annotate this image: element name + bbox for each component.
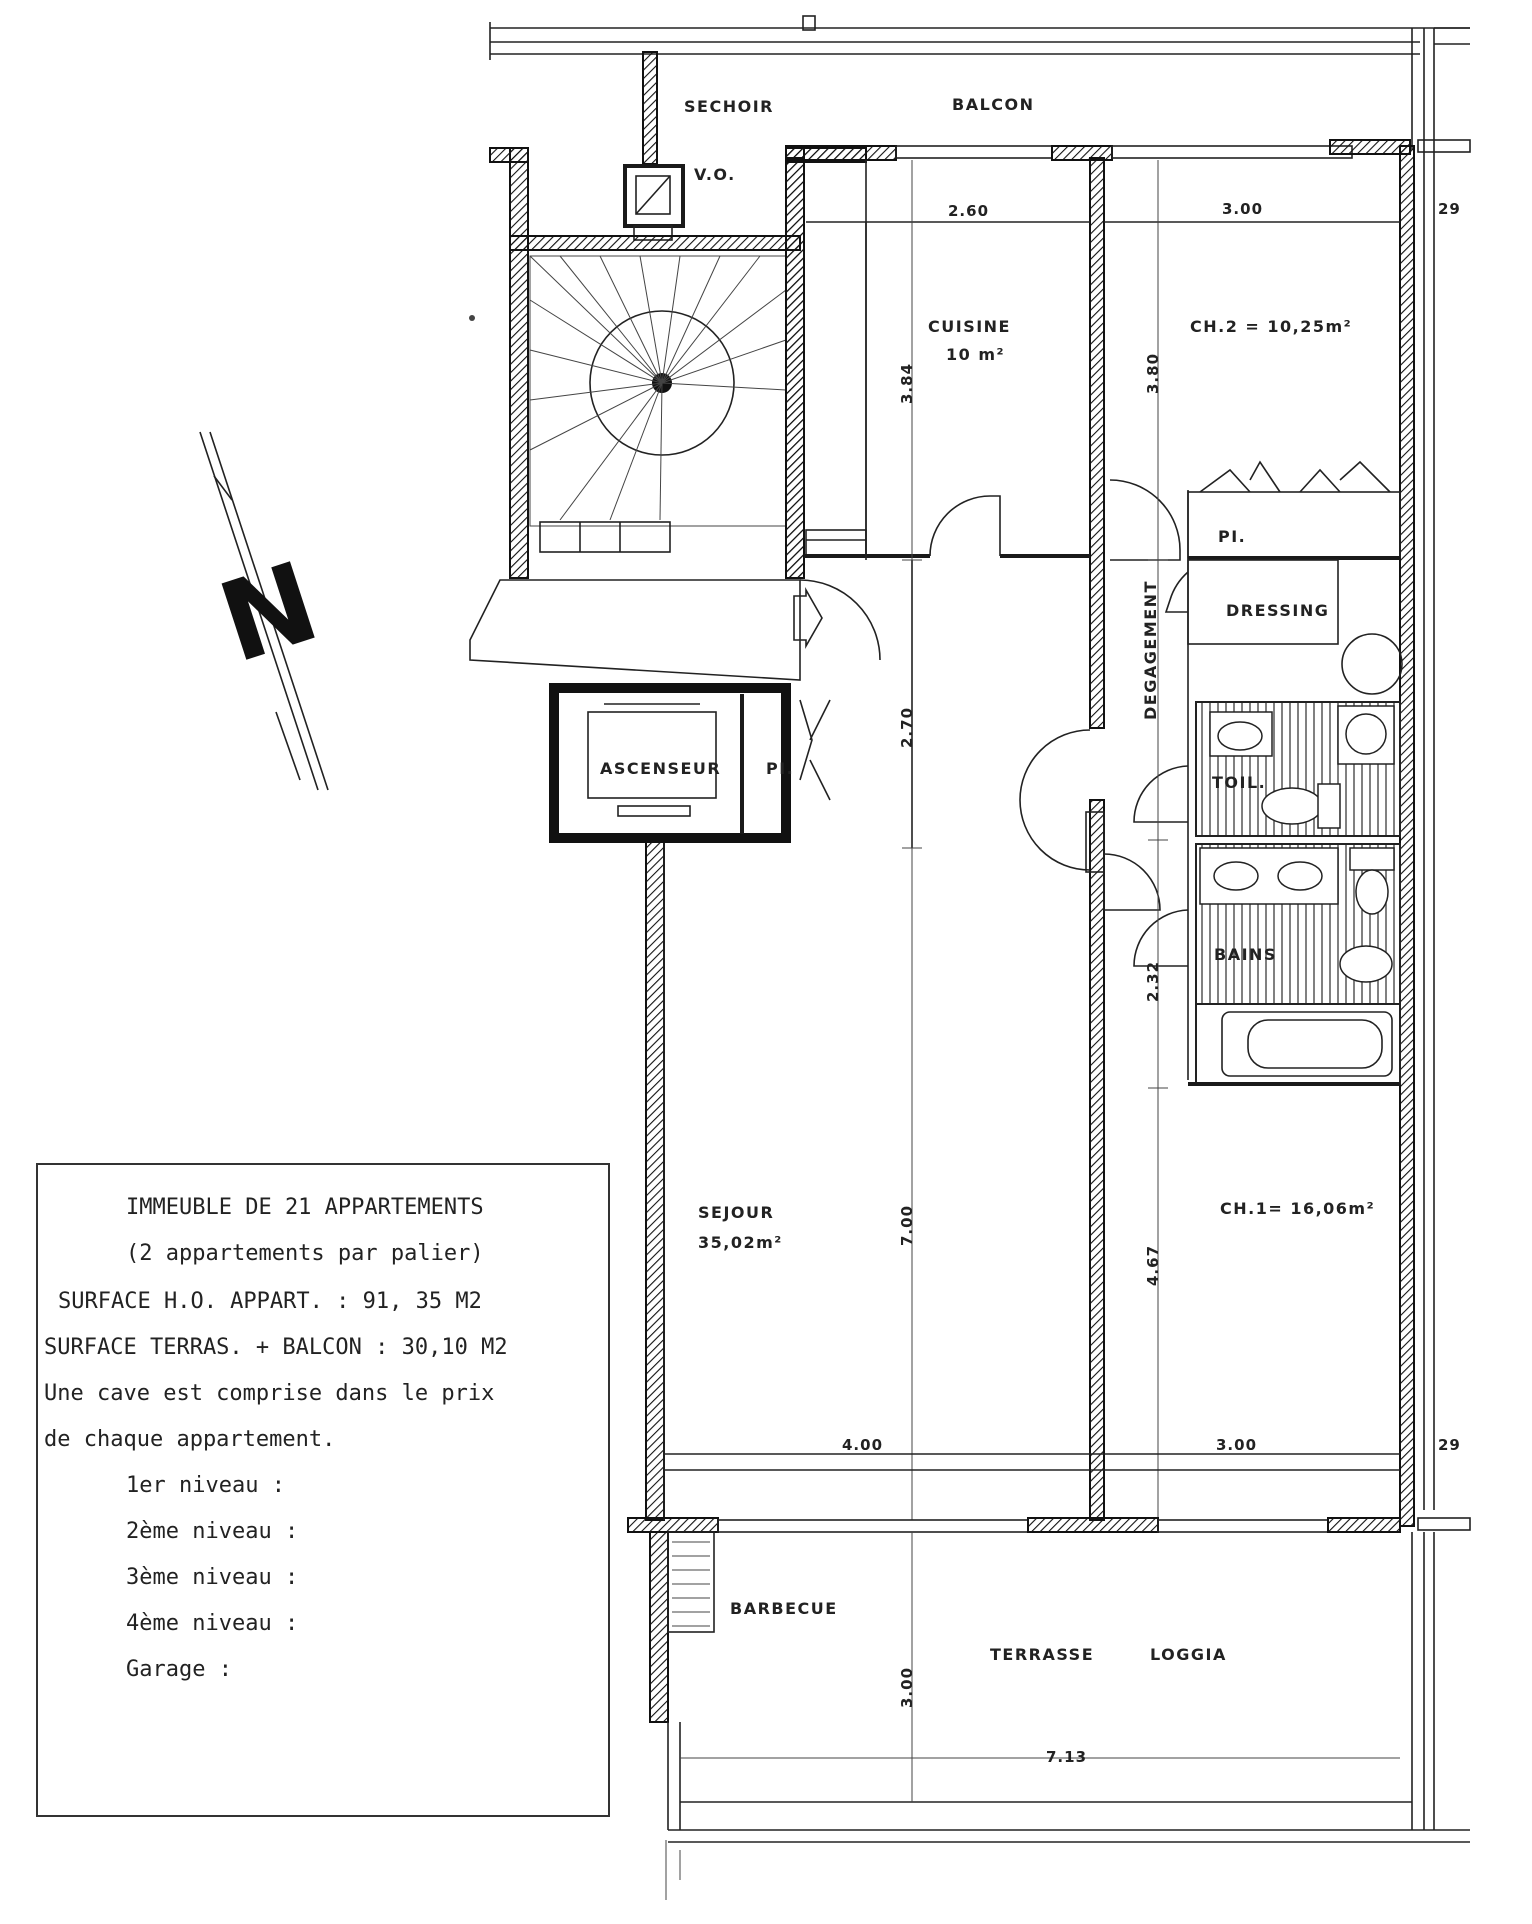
label-ascenseur: ASCENSEUR bbox=[600, 759, 721, 778]
dim-29-top: 29 bbox=[1438, 200, 1461, 218]
label-terrasse: TERRASSE bbox=[990, 1645, 1094, 1664]
dim-29-mid: 29 bbox=[1438, 1436, 1461, 1454]
dim-713: 7.13 bbox=[1046, 1748, 1087, 1766]
dim-384: 3.84 bbox=[898, 363, 916, 404]
label-vo: V.O. bbox=[694, 165, 736, 184]
spiral-staircase bbox=[529, 255, 787, 553]
info-niveau-3: 3ème niveau : bbox=[126, 1565, 299, 1590]
label-dressing: DRESSING bbox=[1226, 601, 1329, 620]
label-degagement: DEGAGEMENT bbox=[1141, 580, 1160, 720]
label-placard-top: PI. bbox=[1218, 527, 1246, 546]
dim-300-mid: 3.00 bbox=[1216, 1436, 1257, 1454]
label-toil: TOIL. bbox=[1212, 773, 1266, 792]
dim-300-top: 3.00 bbox=[1222, 200, 1263, 218]
info-niveau-1: 1er niveau : bbox=[126, 1473, 285, 1498]
info-title: IMMEUBLE DE 21 APPARTEMENTS bbox=[126, 1195, 484, 1220]
dim-300-terrasse: 3.00 bbox=[898, 1667, 916, 1708]
label-ch1: CH.1= 16,06m² bbox=[1220, 1199, 1375, 1218]
dim-232: 2.32 bbox=[1144, 961, 1162, 1002]
dim-400: 4.00 bbox=[842, 1436, 883, 1454]
label-cuisine-area: 10 m² bbox=[946, 345, 1005, 364]
sechoir-wall bbox=[642, 51, 658, 165]
label-balcon: BALCON bbox=[952, 95, 1035, 114]
label-bains: BAINS bbox=[1214, 945, 1277, 964]
label-ch2: CH.2 = 10,25m² bbox=[1190, 317, 1352, 336]
landing-door bbox=[469, 579, 881, 681]
north-letter: N bbox=[205, 537, 332, 687]
info-niveau-4: 4ème niveau : bbox=[126, 1611, 299, 1636]
dim-260: 2.60 bbox=[948, 202, 989, 220]
info-surface-terrasse: SURFACE TERRAS. + BALCON : 30,10 M2 bbox=[44, 1335, 508, 1360]
dim-270: 2.70 bbox=[898, 707, 916, 748]
label-sechoir: SECHOIR bbox=[684, 97, 774, 116]
info-cave-2: de chaque appartement. bbox=[44, 1427, 336, 1452]
label-sejour: SEJOUR bbox=[698, 1203, 774, 1222]
info-niveau-2: 2ème niveau : bbox=[126, 1519, 299, 1544]
north-arrow-icon: N bbox=[199, 315, 475, 791]
info-cave: Une cave est comprise dans le prix bbox=[44, 1381, 495, 1406]
info-garage: Garage : bbox=[126, 1657, 232, 1682]
info-surface-appart: SURFACE H.O. APPART. : 91, 35 M2 bbox=[58, 1289, 482, 1314]
info-box: IMMEUBLE DE 21 APPARTEMENTS (2 apparteme… bbox=[36, 1163, 610, 1817]
info-subtitle: (2 appartements par palier) bbox=[126, 1241, 484, 1266]
apartment-walls bbox=[549, 139, 1471, 1900]
label-sejour-area: 35,02m² bbox=[698, 1233, 783, 1252]
balcony-railing bbox=[489, 15, 1470, 150]
label-loggia: LOGGIA bbox=[1150, 1645, 1227, 1664]
ventilation-duct bbox=[623, 164, 685, 241]
dim-380: 3.80 bbox=[1144, 353, 1162, 394]
label-cuisine: CUISINE bbox=[928, 317, 1011, 336]
dim-467: 4.67 bbox=[1144, 1245, 1162, 1286]
dim-700: 7.00 bbox=[898, 1205, 916, 1246]
label-barbecue: BARBECUE bbox=[730, 1599, 838, 1618]
label-placard-left: PI. bbox=[766, 759, 794, 778]
